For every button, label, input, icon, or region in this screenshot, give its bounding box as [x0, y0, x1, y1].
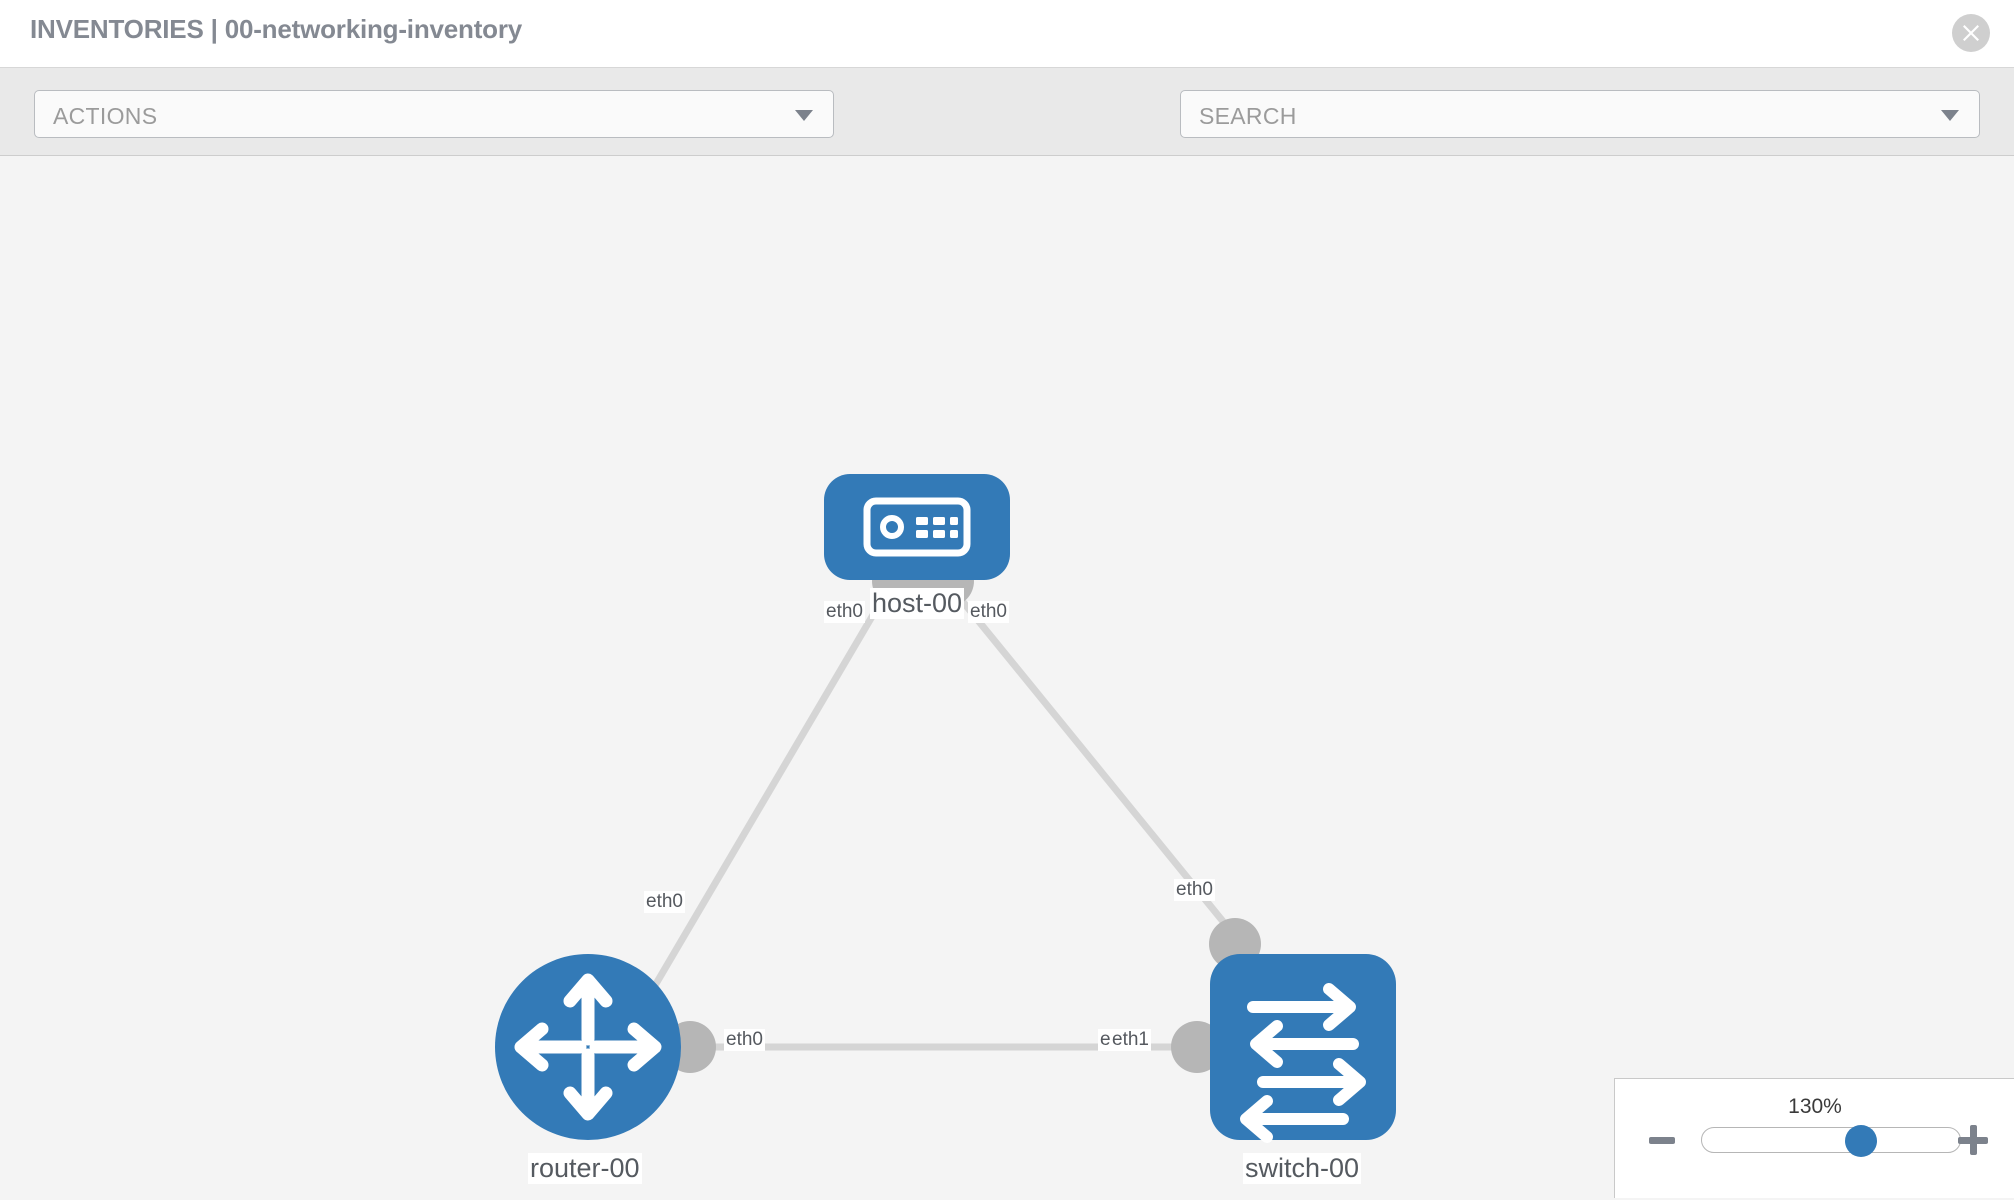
- topology-canvas[interactable]: eth0 host-00 eth0 eth0 eth0 eth0 eth0 et…: [0, 156, 2014, 1198]
- node-label-router-00: router-00: [528, 1153, 642, 1185]
- edge-host-router: [636, 584, 894, 1013]
- search-input[interactable]: SEARCH: [1180, 90, 1980, 138]
- zoom-level-label: 130%: [1788, 1095, 1842, 1118]
- iface-label-router-eth0-up: eth0: [644, 891, 685, 913]
- switch-arrows-icon: [1240, 983, 1366, 1143]
- node-switch-00: [1210, 954, 1396, 1143]
- node-router-00: [495, 954, 681, 1140]
- zoom-control: 130%: [1614, 1078, 2014, 1198]
- search-placeholder: SEARCH: [1199, 103, 1297, 129]
- topology-edges: [636, 583, 1246, 1051]
- zoom-slider-track[interactable]: [1701, 1127, 1961, 1153]
- iface-label-router-eth0-right: eth0: [724, 1029, 765, 1051]
- iface-label-host-eth0-right: eth0: [968, 601, 1009, 623]
- zoom-in-button[interactable]: [1958, 1125, 1988, 1155]
- iface-label-switch-eth1: eth1: [1110, 1029, 1151, 1051]
- node-label-host-00: host-00: [870, 588, 965, 620]
- page-title: INVENTORIES | 00-networking-inventory: [30, 14, 523, 44]
- toolbar: ACTIONS SEARCH: [0, 68, 2014, 199]
- chevron-down-icon[interactable]: [1941, 110, 1959, 121]
- actions-dropdown[interactable]: ACTIONS: [34, 90, 834, 138]
- topology-graph: [495, 474, 1396, 1143]
- actions-dropdown-label: ACTIONS: [53, 103, 158, 129]
- zoom-slider-handle[interactable]: [1844, 1125, 1877, 1157]
- router-arrows-icon: [514, 973, 662, 1121]
- node-host-00: [824, 474, 1010, 580]
- node-label-switch-00: switch-00: [1243, 1153, 1362, 1185]
- chevron-down-icon: [795, 110, 813, 121]
- zoom-out-button[interactable]: [1649, 1137, 1675, 1144]
- page-header: INVENTORIES | 00-networking-inventory: [0, 0, 2014, 68]
- iface-label-switch-eth0-up: eth0: [1174, 879, 1215, 901]
- iface-label-host-eth0-left: eth0: [824, 601, 865, 623]
- server-icon: [863, 497, 971, 557]
- close-icon[interactable]: [1952, 14, 1990, 52]
